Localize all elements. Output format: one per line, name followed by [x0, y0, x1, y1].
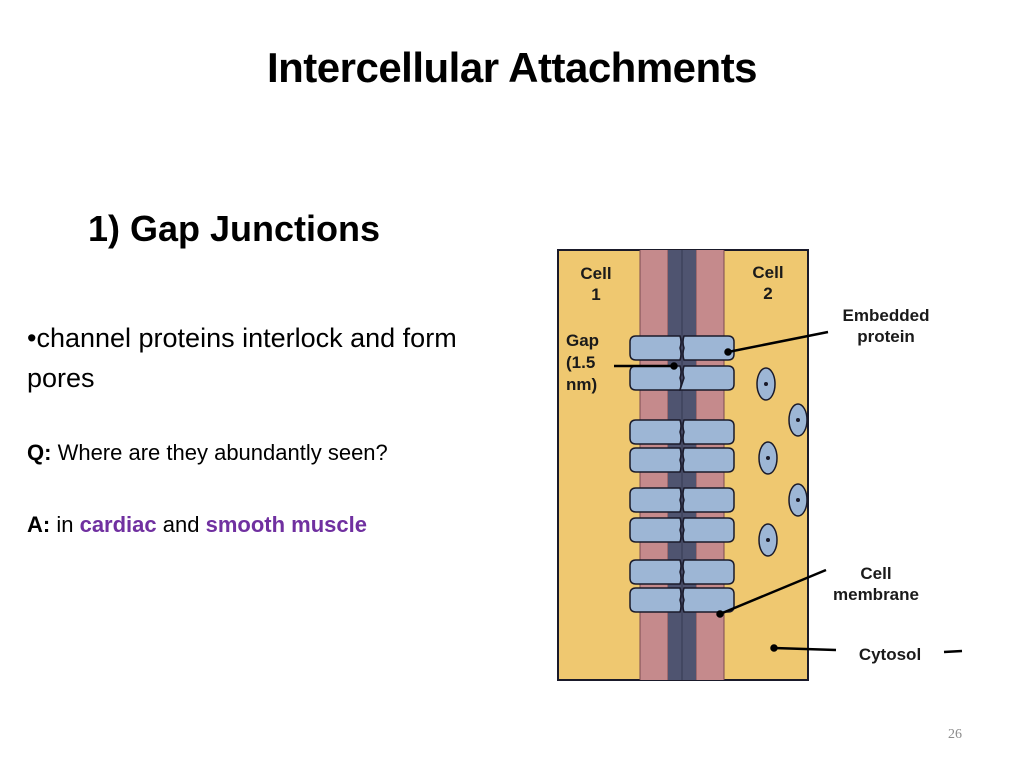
label-membrane-line1: Cell	[860, 564, 891, 583]
question-label: Q:	[27, 440, 52, 465]
answer-term-cardiac: cardiac	[79, 512, 157, 537]
question-text: Where are they abundantly seen?	[51, 440, 388, 465]
label-membrane-line2: membrane	[833, 585, 919, 604]
label-cytosol: Cytosol	[859, 645, 921, 664]
section-heading: 1) Gap Junctions	[88, 208, 381, 249]
embedded-protein-pointer	[727, 330, 829, 354]
cytosol-pointer	[773, 646, 837, 652]
answer-pre: in	[50, 512, 80, 537]
question-line: Q: Where are they abundantly seen?	[27, 440, 388, 466]
answer-term-smooth-muscle: smooth muscle	[205, 512, 367, 537]
label-cell1-line1: Cell	[580, 264, 611, 283]
answer-mid: and	[156, 512, 206, 537]
bullet-text: •channel proteins interlock and form por…	[27, 323, 457, 393]
label-cell2-line1: Cell	[752, 263, 783, 282]
label-embedded-line1: Embedded	[843, 306, 930, 325]
answer-label: A:	[27, 512, 51, 537]
answer-line: A: in cardiac and smooth muscle	[27, 512, 367, 538]
label-cell1-line2: 1	[591, 285, 600, 304]
membrane-pointer	[719, 568, 827, 616]
label-gap-line2: (1.5	[566, 353, 595, 372]
channel-pair	[629, 419, 735, 473]
label-gap-line3: nm)	[566, 375, 597, 394]
gap-junction-diagram: Cell 1 Cell 2 Gap (1.5 nm) Embedded prot…	[557, 249, 963, 681]
label-gap-line1: Gap	[566, 331, 599, 350]
label-embedded-line2: protein	[857, 327, 915, 346]
channel-pair	[629, 559, 735, 613]
channel-pair	[629, 335, 735, 391]
channel-pair	[629, 487, 735, 543]
page-number: 26	[948, 727, 962, 742]
slide-title: Intercellular Attachments	[266, 44, 758, 91]
label-cell2-line2: 2	[763, 284, 772, 303]
protein-channels	[629, 335, 735, 613]
